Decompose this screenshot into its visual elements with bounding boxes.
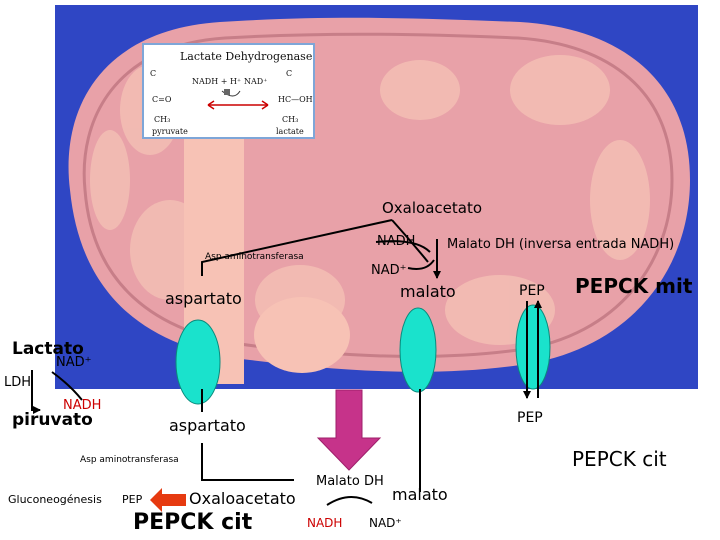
mito-nadh: NADH <box>377 234 416 249</box>
mito-oxaloacetato: Oxaloacetato <box>382 199 483 217</box>
lactate-dehydrogenase-inset: Lactate Dehydrogenase C C=O CH₃ pyruvate… <box>142 43 315 139</box>
inset-nad: NAD⁺ <box>244 77 268 86</box>
transporter-malato <box>399 307 437 393</box>
cytosol-pathway-lines <box>31 370 421 506</box>
transporter-pep <box>515 304 551 390</box>
cyto-aspartato: aspartato <box>169 416 246 435</box>
cyto-pepck-cit-bottom: PEPCK cit <box>133 510 253 535</box>
inset-co-left: C=O <box>152 95 172 104</box>
inset-title: Lactate Dehydrogenase <box>180 50 313 63</box>
cyto-oxaloacetato: Oxaloacetato <box>189 489 296 508</box>
export-arrow <box>316 389 382 471</box>
inset-coo-left: C <box>150 69 157 78</box>
cyto-nad-plus: NAD⁺ <box>56 355 92 370</box>
inset-pyruvate: pyruvate <box>152 127 188 136</box>
cyto-gluconeogenesis: Gluconeogénesis <box>8 493 102 506</box>
mitochondrion-inner-outline <box>82 32 674 358</box>
inset-lactate: lactate <box>276 127 304 136</box>
cyto-nadh: NADH <box>63 398 102 413</box>
mito-pathway-lines <box>201 219 542 399</box>
cyto-malato: malato <box>392 485 448 504</box>
mito-malato-dh: Malato DH (inversa entrada NADH) <box>447 237 675 252</box>
cyto-pepck-cit-right: PEPCK cit <box>572 447 667 471</box>
transporter-aspartato <box>175 319 221 405</box>
cyto-pep-bottom: PEP <box>122 493 143 506</box>
inset-reaction-arrows <box>207 89 269 110</box>
cyto-nadh-bottom: NADH <box>307 516 343 530</box>
mito-asp-aminotransferasa: Asp aminotransferasa <box>205 252 304 262</box>
cyto-piruvato: piruvato <box>12 410 93 430</box>
pepck-red-arrow <box>150 488 186 512</box>
cyto-ldh: LDH <box>4 375 32 390</box>
mito-malato: malato <box>400 282 456 301</box>
mito-pep: PEP <box>519 283 545 299</box>
cyto-pep: PEP <box>517 410 543 426</box>
inset-coo-right: C <box>286 69 293 78</box>
inset-nadh: NADH + H⁺ <box>192 77 242 86</box>
cyto-malato-dh: Malato DH <box>316 474 384 489</box>
mito-nad-plus: NAD⁺ <box>371 263 407 278</box>
membrane-channel-base <box>254 297 350 373</box>
cyto-nad-bottom: NAD⁺ <box>369 516 402 530</box>
mito-aspartato: aspartato <box>165 289 242 308</box>
inset-ch3-left: CH₃ <box>154 115 171 124</box>
inset-ch3-right: CH₃ <box>282 115 299 124</box>
mito-pepck-mit: PEPCK mit <box>575 274 693 298</box>
inset-hcoh-right: HC—OH <box>278 95 313 104</box>
cyto-lactato: Lactato <box>12 339 84 359</box>
cyto-asp-aminotransferasa: Asp aminotransferasa <box>80 455 179 465</box>
